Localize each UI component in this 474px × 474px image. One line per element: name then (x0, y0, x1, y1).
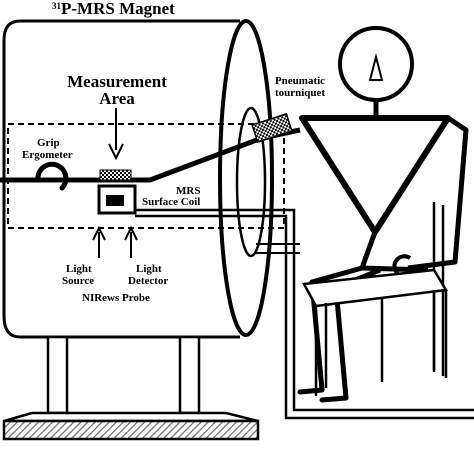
detector-label-2: Detector (128, 275, 168, 287)
magnet-leg-left (46, 335, 69, 415)
subject-nose (368, 53, 384, 81)
magnet-bore-outer (218, 19, 274, 337)
grip-ergometer (35, 161, 69, 191)
pneumatic-tourniquet (251, 112, 293, 144)
coil-label-2: Surface Coil (142, 196, 200, 208)
magnet-bore-inner (235, 106, 267, 258)
chair-seat (302, 268, 449, 308)
probe-label: NIRews Probe (82, 292, 150, 304)
magnet-body (2, 19, 240, 339)
subject-head (338, 26, 414, 102)
subject-torso (299, 115, 451, 235)
pneumatic-label-1: Pneumatic (275, 75, 325, 87)
tourniquet-air-line (256, 243, 300, 254)
source-label-1: Light (66, 263, 92, 275)
measurement-label-2: Area (99, 89, 135, 108)
light-detector-arrow (124, 225, 138, 258)
chair (302, 202, 449, 396)
mrs-magnet (2, 19, 274, 339)
pneumatic-label-2: tourniquet (275, 87, 325, 99)
magnet-title-prefix: 31 (52, 1, 62, 11)
subject-foot-front (297, 387, 325, 395)
measurement-area-marker (99, 169, 132, 181)
subject-arm-right (407, 115, 469, 271)
nirs-probe-block (106, 195, 124, 206)
magnet-title-text: P-MRS Magnet (61, 0, 175, 18)
source-label-2: Source (62, 275, 94, 287)
measurement-label-1: Measurement (67, 72, 167, 91)
measurement-arrow (108, 108, 124, 161)
coil-cable (135, 208, 474, 412)
grip-label-2: Ergometer (22, 149, 73, 161)
coil-label-1: MRS (176, 185, 200, 197)
chair-legs (314, 290, 448, 396)
subject-foot-back (319, 395, 349, 403)
light-source-arrow (92, 225, 106, 258)
grip-label-1: Grip (37, 137, 60, 149)
magnet-base-front (2, 419, 260, 441)
magnet-leg-right (178, 335, 201, 415)
magnet-title: 31P-MRS Magnet (52, 0, 175, 18)
coil-cable-inner (135, 214, 474, 420)
detector-label-1: Light (136, 263, 162, 275)
